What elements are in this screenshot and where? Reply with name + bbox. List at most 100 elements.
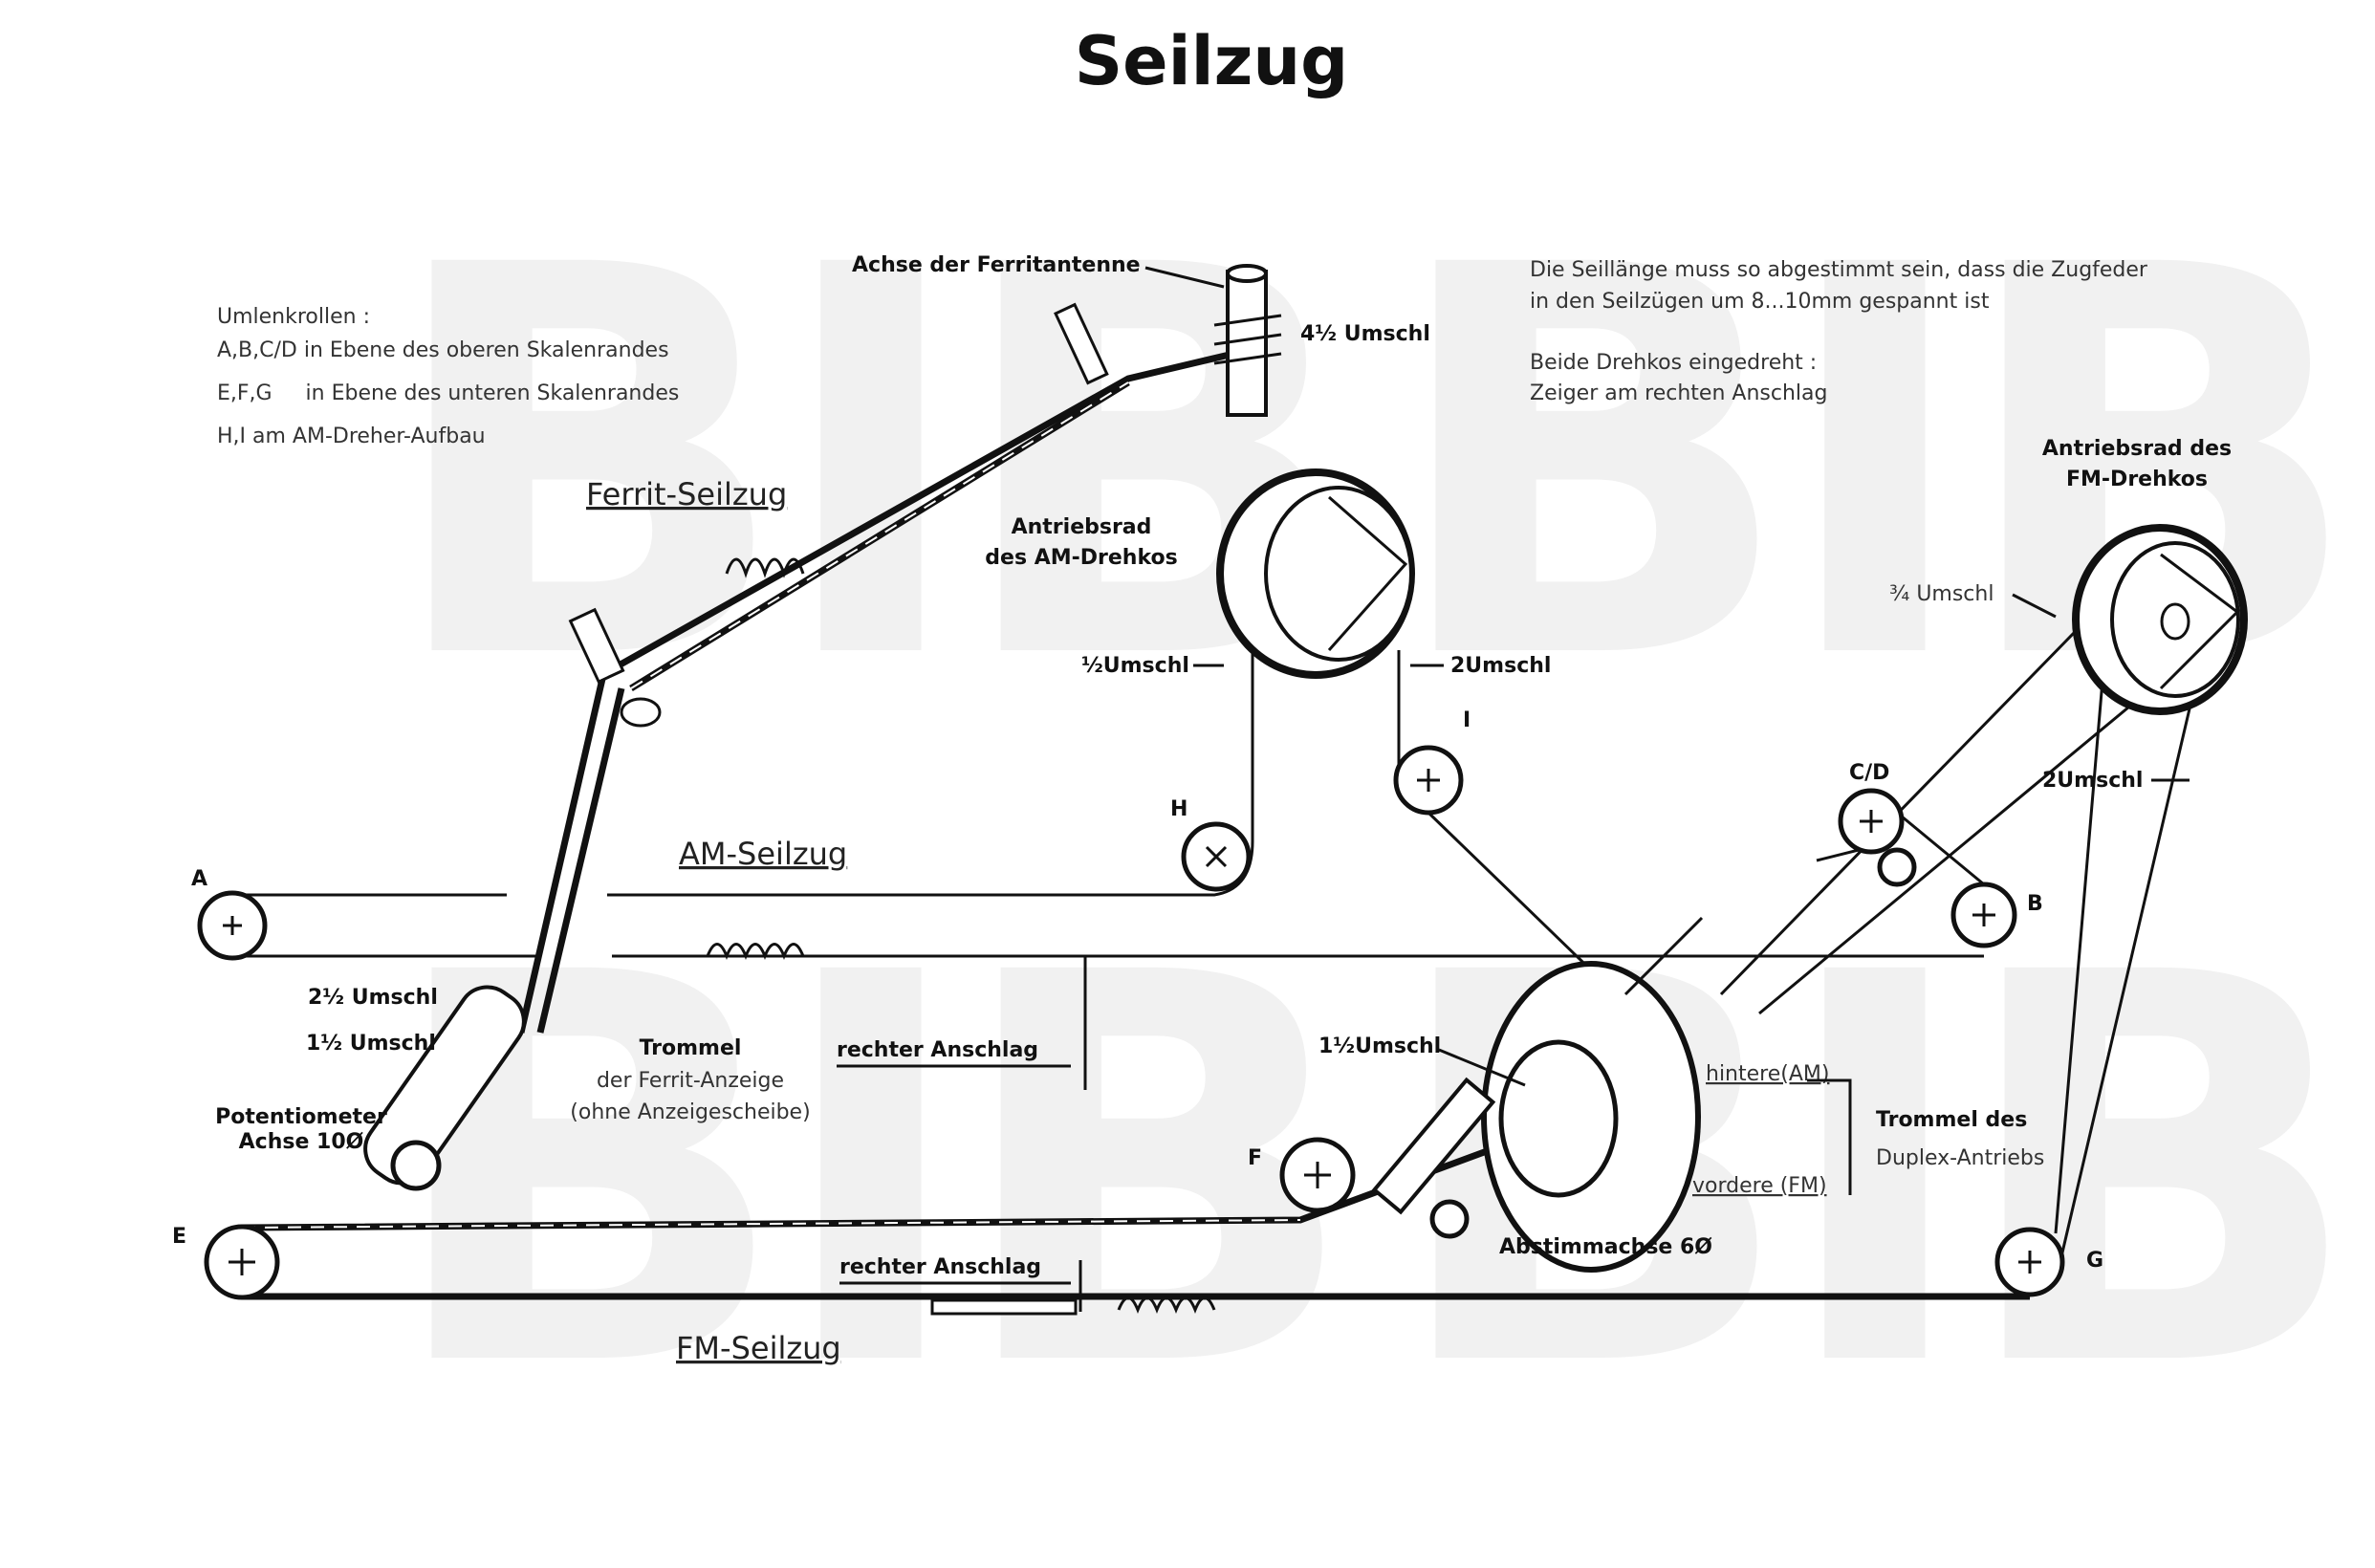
drawing-stroke	[2159, 553, 2240, 690]
label-ferrit-drum: der Ferrit-Anzeige	[597, 1069, 784, 1093]
pulley-e	[204, 1224, 280, 1300]
drawing-stroke	[2012, 593, 2057, 619]
label-ferrit-drum: (ohne Anzeigescheibe)	[570, 1100, 810, 1124]
drawing-stroke	[1417, 769, 1440, 792]
drawing-stroke	[223, 916, 242, 935]
label-am-drive: des AM-Drehkos	[985, 546, 1177, 570]
pulley-label-e: E	[172, 1225, 186, 1249]
drawing-stroke	[1438, 1048, 1526, 1087]
drawing-stroke	[1972, 904, 1995, 926]
label-fm-stop: rechter Anschlag	[839, 1255, 1041, 1279]
drawing-stroke	[2018, 1251, 2041, 1274]
drawing-stroke	[241, 1219, 1301, 1229]
drawing-stroke	[229, 1249, 255, 1275]
drawing-stroke	[1205, 845, 1228, 868]
potentiometer-axis-end	[390, 1140, 442, 1191]
ferrit-seilzug-title: Ferrit-Seilzug	[586, 476, 787, 512]
pulley-label-a: A	[191, 867, 207, 891]
pulley-label-i: I	[1463, 708, 1471, 732]
notes: Die Seillänge muss so abgestimmt sein, d…	[1530, 258, 2148, 405]
pulleys	[197, 745, 2065, 1300]
pulley-label-f: F	[1248, 1146, 1262, 1170]
pulley-label-b: B	[2027, 892, 2043, 916]
drawing-stroke	[630, 381, 1129, 689]
label-fm-drive: FM-Drehkos	[2066, 468, 2208, 491]
pulley-label-cd: C/D	[1849, 761, 1889, 785]
note-line: Die Seillänge muss so abgestimmt sein, d…	[1530, 258, 2148, 282]
ferrit-guide-roll	[620, 697, 662, 728]
ferrit-spring	[725, 557, 805, 578]
annotations: Achse der Ferritantenne 4½ Umschl Antrie…	[215, 253, 2232, 1285]
label-tuning-axis: Abstimmachse 6Ø	[1499, 1235, 1712, 1259]
fm-spring	[1117, 1296, 1216, 1315]
label-duplex-drum: Trommel des	[1876, 1108, 2027, 1132]
cables	[232, 350, 2203, 1316]
ferrit-guide-peg-left	[568, 607, 625, 685]
drawing-stroke	[1877, 847, 1917, 887]
ferrite-antenna-axis	[1226, 270, 1268, 417]
label-potentiometer: Potentiometer	[215, 1105, 387, 1129]
ferrit-cable-down-a	[517, 678, 606, 1034]
drawing-stroke	[1327, 495, 1408, 651]
drawing-stroke	[1498, 1039, 1619, 1198]
label-am-stop: rechter Anschlag	[837, 1038, 1038, 1062]
label-am-half-turn: ½Umschl	[1081, 654, 1189, 678]
pulley-h	[1181, 821, 1252, 892]
am-spring	[706, 943, 805, 961]
note-line: in den Seilzügen um 8...10mm gespannt is…	[1530, 290, 1990, 314]
watermark-bottom-left: BIB	[382, 861, 1340, 1485]
note-line: Beide Drehkos eingedreht :	[1530, 351, 1817, 375]
label-turns-1-5: 1½ Umschl	[306, 1032, 436, 1056]
label-rear-am: hintere(AM)	[1706, 1062, 1829, 1086]
pulley-label-g: G	[2086, 1249, 2103, 1273]
components	[363, 264, 2248, 1273]
label-fm-two-turns: 2Umschl	[2042, 769, 2143, 793]
legend-line: E,F,G in Ebene des unteren Skalenrandes	[217, 381, 679, 405]
ferrit-drum	[363, 985, 526, 1186]
drawing-stroke	[1860, 810, 1883, 833]
legend: Umlenkrollen : A,B,C/D in Ebene des ober…	[217, 305, 679, 448]
fm-cable-diagonal	[1719, 591, 2152, 1015]
pulley-i	[1393, 745, 1464, 816]
fm-stop-slider	[930, 1298, 1078, 1316]
am-cable-i	[1397, 650, 1608, 987]
drawing-stroke	[1623, 916, 1704, 996]
label-potentiometer: Achse 10Ø	[239, 1130, 364, 1154]
label-am-drive: Antriebsrad	[1012, 515, 1152, 539]
watermark-top-left: BIB	[382, 154, 1340, 777]
am-seilzug-title: AM-Seilzug	[679, 836, 847, 872]
ferrit-cable-down-b	[536, 687, 625, 1034]
fm-cable-g	[2054, 659, 2203, 1282]
arrow	[1144, 266, 1225, 289]
watermark: BIB BIB BIB BIB	[382, 154, 2364, 1485]
label-am-two-turns: 2Umschl	[1450, 654, 1551, 678]
pulley-letters: A B C/D I H F E G	[172, 708, 2103, 1273]
tuning-axis	[1371, 1077, 1496, 1215]
legend-line: A,B,C/D in Ebene des oberen Skalenrandes	[217, 338, 669, 362]
label-turns-2-5: 2½ Umschl	[308, 986, 438, 1010]
pulley-label-h: H	[1170, 797, 1188, 821]
drawing-stroke	[2160, 602, 2190, 641]
page-title: Seilzug	[1075, 22, 1349, 100]
label-ferrite-axis: Achse der Ferritantenne	[852, 253, 1141, 277]
legend-line: H,I am AM-Dreher-Aufbau	[217, 425, 486, 448]
drawing-stroke	[1304, 1162, 1331, 1188]
section-titles: Ferrit-Seilzug AM-Seilzug FM-Seilzug	[586, 476, 847, 1366]
pulley-g	[1994, 1227, 2065, 1297]
am-stop-bracket	[1076, 954, 1087, 1090]
pulley-b	[1950, 882, 2017, 948]
drawing-stroke	[1226, 264, 1268, 283]
drawing-stroke	[1429, 1199, 1470, 1239]
duplex-bracket	[1807, 1078, 1852, 1195]
pulley-a	[197, 890, 268, 961]
legend-heading: Umlenkrollen :	[217, 305, 370, 329]
label-ferrite-turns: 4½ Umschl	[1300, 322, 1430, 346]
fm-seilzug-title: FM-Seilzug	[676, 1330, 841, 1366]
label-duplex-turns: 1½Umschl	[1318, 1034, 1441, 1058]
note-line: Zeiger am rechten Anschlag	[1530, 381, 1827, 405]
label-fm-drive: Antriebsrad des	[2042, 437, 2232, 461]
label-ferrit-drum: Trommel	[640, 1036, 742, 1060]
ferrit-guide-peg-top	[1054, 302, 1109, 385]
